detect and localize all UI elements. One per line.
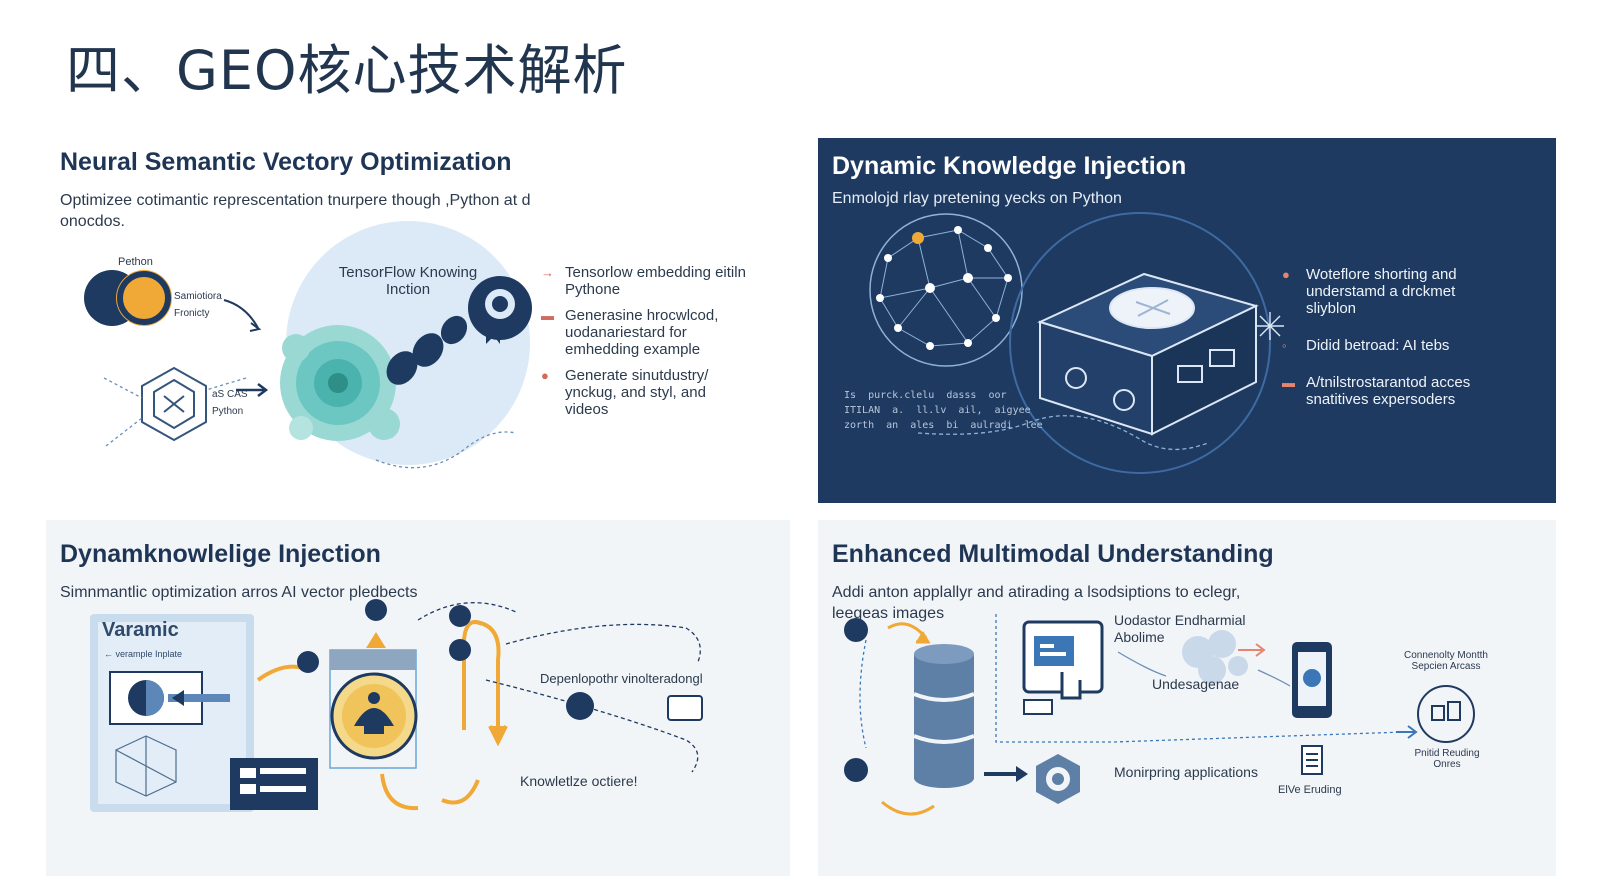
- panel-subtitle: Optimizee cotimantic represcentation tnu…: [60, 192, 531, 230]
- document-icon: [1301, 745, 1323, 775]
- elve-label: ElVe Eruding: [1278, 784, 1342, 796]
- panel-dynamknowlelige: Dynamknowlelige Injection Simnmantlic op…: [46, 520, 790, 876]
- venn-arrow: [223, 299, 259, 329]
- panel-subtitle: Addi anton applallyr and atirading a lso…: [832, 584, 1241, 622]
- panel2-bullet-list: ●Woteflore shorting and understamd a drc…: [1282, 266, 1482, 417]
- panel-title: Neural Semantic Vectory Optimization: [60, 148, 512, 176]
- navy-signal-icon: [386, 315, 468, 385]
- hexagon-dashed-lines: [103, 377, 247, 447]
- update-label: Uodastor Endharmial Abolime: [1114, 612, 1246, 645]
- cas-label: aS CAS Python: [212, 389, 248, 417]
- badge-gear-icon: [468, 276, 532, 344]
- panel-multimodal: Enhanced Multimodal Understanding Addi a…: [818, 520, 1556, 876]
- connectivity-icon: [1417, 685, 1475, 743]
- bullet-item: ●Woteflore shorting and understamd a drc…: [1282, 266, 1457, 317]
- smartphone-icon: [1292, 642, 1332, 718]
- panel1-bullet-list: →Tensorlow embedding eitiln Pythone ▬Gen…: [541, 264, 751, 427]
- connectivity-label: Connenolty Montth Sepcien Arcass: [1404, 650, 1488, 672]
- dependency-icons: [566, 692, 703, 721]
- dynamic-knowledge-illustration: [869, 212, 1284, 474]
- sparkle-icon: [1256, 312, 1284, 340]
- bullet-item: ▬Generasine hrocwlcod, uodanariestard fo…: [541, 307, 719, 358]
- house-icon: [449, 605, 471, 627]
- python-venn-icon: [84, 270, 172, 326]
- nodes-icon: [297, 651, 319, 673]
- semantic-label: Samiotiora Fronicty: [174, 291, 222, 319]
- panel-subtitle: Simnmantlic optimization arros AI vector…: [60, 584, 418, 601]
- network-sphere-icon: [869, 213, 1023, 367]
- panel-title: Dynamic Knowledge Injection: [832, 152, 1187, 180]
- panel-neural-semantic: Neural Semantic Vectory Optimization Opt…: [46, 128, 786, 500]
- monitor-icon: [1022, 620, 1104, 715]
- template-example-label: ← verample Inplate: [104, 649, 183, 659]
- knowledge-injection-illustration: [90, 599, 703, 812]
- bullet-item: ▬A/tnilstrostarantod acces snatitives ex…: [1282, 374, 1471, 408]
- cloud-cluster-icon: [1182, 630, 1248, 684]
- bullet-item: ◦Didid betroad: AI tebs: [1282, 337, 1450, 354]
- info-icon: [844, 618, 868, 642]
- bullet-item: →Tensorlow embedding eitiln Pythone: [541, 264, 746, 298]
- neural-semantic-illustration: [84, 221, 532, 469]
- knowledge-label: Knowletlze octiere!: [520, 773, 638, 789]
- python-label: Pethon: [118, 256, 153, 268]
- hexagon-cube-icon: [141, 366, 207, 442]
- gear-icon: [1036, 754, 1080, 804]
- panel-subtitle: Enmolojd rlay pretening yecks on Python: [832, 190, 1122, 207]
- template-card-icon: [90, 614, 318, 812]
- code-snippet: Is purck.clelu dasss oor ITILAN a. ll.lv…: [844, 390, 1043, 431]
- globe-icon: [365, 599, 387, 621]
- bullet-item: ●Generate sinutdustry/ ynckug, and styl,…: [541, 367, 709, 418]
- panel-title: Enhanced Multimodal Understanding: [832, 540, 1274, 568]
- egress-icon: [449, 639, 471, 661]
- database-cycle-arrows: [881, 622, 935, 816]
- varamic-label: Varamic: [102, 619, 179, 641]
- database-icon: [913, 644, 975, 788]
- chip-orbit-circle: [1009, 212, 1271, 474]
- teal-gear-icon: [280, 325, 400, 441]
- coin-robot-icon: [329, 632, 418, 769]
- cpu-chip-icon: [1037, 272, 1259, 436]
- dependency-label: Depenlopothr vinolteradongl: [540, 671, 703, 686]
- panel-dynamic-knowledge: Dynamic Knowledge Injection Enmolojd rla…: [818, 138, 1556, 503]
- monitoring-label: Monirpring applications: [1114, 764, 1258, 780]
- help-icon: [844, 758, 868, 782]
- tensorflow-label: TensorFlow Knowing Inction: [338, 264, 478, 298]
- page-title: 四、GEO核心技术解析: [66, 39, 628, 102]
- multimodal-illustration: [844, 614, 1475, 816]
- partial-reading-label: Pnitid Reuding Onres: [1414, 748, 1480, 770]
- undesagenae-label: Undesagenae: [1152, 676, 1240, 692]
- panel-title: Dynamknowlelige Injection: [60, 540, 381, 568]
